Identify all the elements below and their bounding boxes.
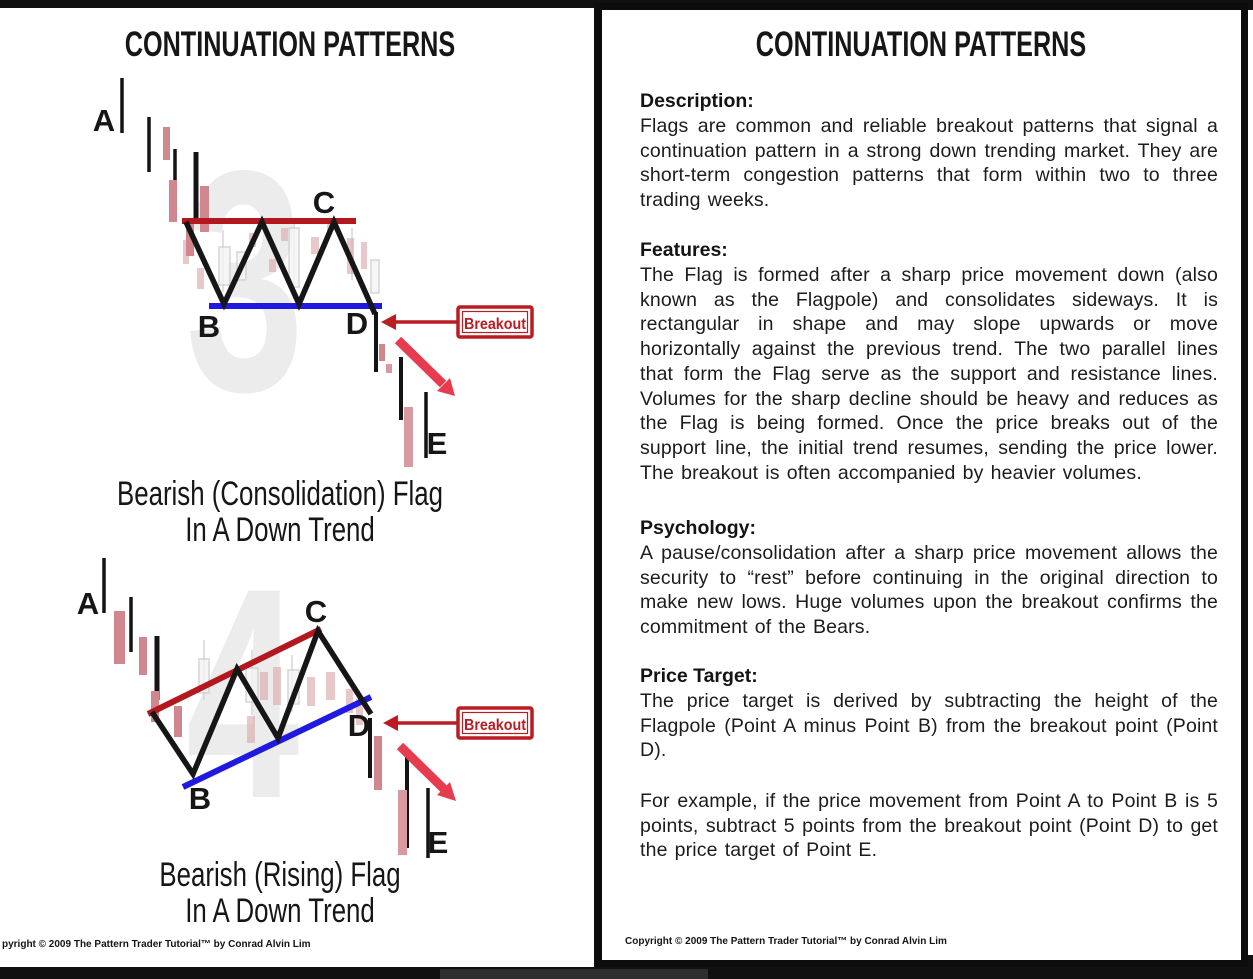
- watermark-digit-3: 3: [185, 106, 304, 458]
- section-body: The Flag is formed after a sharp price m…: [640, 264, 1218, 484]
- point-label-d: D: [348, 708, 370, 743]
- caption-line: In A Down Trend: [185, 511, 375, 549]
- breakout-label: Breakout: [464, 717, 527, 734]
- downtrend-arrow: [394, 336, 455, 396]
- copyright-right: Copyright © 2009 The Pattern Trader Tuto…: [625, 936, 947, 947]
- caption-line: Bearish (Consolidation) Flag: [116, 475, 444, 513]
- section-features: Features: The Flag is formed after a sha…: [640, 238, 1218, 485]
- section-body: For example, if the price movement from …: [640, 790, 1218, 862]
- point-label-c: C: [313, 185, 335, 220]
- section-heading: Price Target:: [640, 665, 758, 687]
- breakout-callout: Breakout: [383, 706, 534, 740]
- flagpole-candles: [102, 558, 182, 737]
- section-body: Flags are common and reliable breakout p…: [640, 115, 1218, 212]
- flag-zigzag: [149, 624, 374, 780]
- breakout-callout: Breakout: [381, 305, 534, 339]
- watermark-digit-4: 4: [186, 540, 301, 861]
- section-body: The price target is derived by subtracti…: [640, 690, 1218, 762]
- top-chart-caption: Bearish (Consolidation) Flag In A Down T…: [67, 476, 493, 548]
- section-psychology: Psychology: A pause/consolidation after …: [640, 516, 1218, 640]
- breakout-label: Breakout: [464, 316, 527, 333]
- section-description: Description: Flags are common and reliab…: [640, 89, 1218, 213]
- point-label-b: B: [198, 309, 220, 344]
- left-page: CONTINUATION PATTERNS 3: [0, 8, 594, 967]
- point-label-d: D: [346, 306, 368, 341]
- bearish-consolidation-flag-chart: 3: [93, 78, 534, 467]
- section-heading: Description:: [640, 90, 754, 112]
- flagpole-candles: [120, 78, 209, 256]
- bottom-band-segment: [440, 969, 708, 979]
- section-heading: Features:: [640, 239, 728, 261]
- page-edge: [1248, 10, 1253, 955]
- copyright-left: pyright © 2009 The Pattern Trader Tutori…: [2, 939, 311, 950]
- breakout-arrowhead: [383, 715, 398, 731]
- breakout-arrowhead: [381, 314, 396, 330]
- section-example: For example, if the price movement from …: [640, 789, 1218, 863]
- left-page-title: CONTINUATION PATTERNS: [124, 25, 456, 64]
- bottom-chart-caption: Bearish (Rising) Flag In A Down Trend: [67, 857, 493, 929]
- point-label-a: A: [77, 586, 99, 621]
- right-page-title: CONTINUATION PATTERNS: [755, 25, 1087, 64]
- caption-line: Bearish (Rising) Flag: [159, 856, 401, 894]
- section-heading: Psychology:: [640, 517, 756, 539]
- section-body: A pause/consolidation after a sharp pric…: [640, 542, 1218, 639]
- section-price-target: Price Target: The price target is derive…: [640, 664, 1218, 763]
- point-label-a: A: [93, 103, 115, 138]
- point-label-c: C: [305, 594, 327, 629]
- right-page: CONTINUATION PATTERNS Description: Flags…: [595, 3, 1248, 967]
- flag-zigzag: [183, 215, 378, 316]
- downtrend-arrow: [396, 742, 456, 801]
- bearish-rising-flag-chart: 4: [77, 540, 534, 861]
- point-label-e: E: [427, 426, 448, 461]
- breakdown-candles: [368, 718, 430, 858]
- point-label-b: B: [189, 781, 211, 816]
- point-label-e: E: [428, 825, 449, 860]
- breakdown-candles: [374, 312, 428, 467]
- caption-line: In A Down Trend: [185, 892, 375, 930]
- support-line: [181, 694, 373, 790]
